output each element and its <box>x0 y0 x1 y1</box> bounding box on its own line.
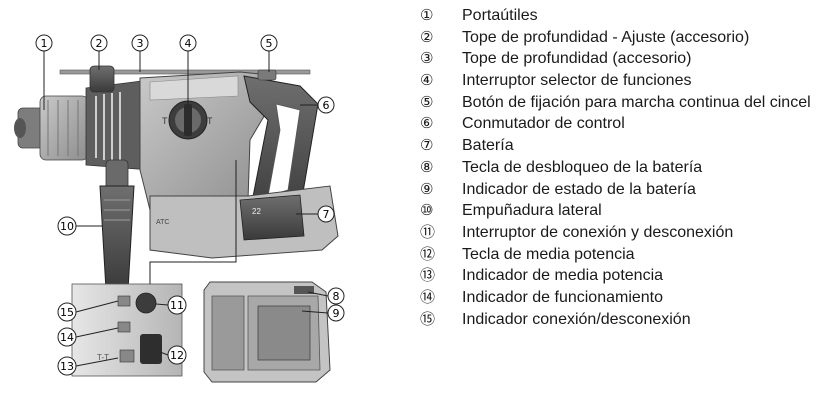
legend-text: Indicador de media potencia <box>462 267 664 285</box>
callout-8: 8 <box>327 287 345 305</box>
svg-text:13: 13 <box>60 360 74 373</box>
callout-13: 13 <box>57 356 77 376</box>
legend-number: ⑤ <box>420 92 434 111</box>
legend-number: ⑥ <box>420 114 434 133</box>
detail-leader <box>149 160 237 284</box>
motor-housing <box>85 79 151 171</box>
svg-text:15: 15 <box>60 306 74 319</box>
legend-number: ④ <box>420 71 434 90</box>
callout-3: 3 <box>131 34 149 52</box>
legend-item: ⑮ Indicador conexión/desconexión <box>420 310 835 330</box>
callout-12: 12 <box>167 345 187 365</box>
callout-6: 6 <box>317 96 335 114</box>
depth-stop-clamp <box>89 65 115 93</box>
legend-item: ⑥ Conmutador de control <box>420 114 835 134</box>
svg-text:7: 7 <box>323 208 330 221</box>
legend-text: Indicador de funcionamiento <box>462 288 664 306</box>
chisel-lock-button <box>257 69 277 81</box>
callout-4: 4 <box>179 34 197 52</box>
legend-item: ⑩ Empuñadura lateral <box>420 201 835 221</box>
legend-text: Tecla de media potencia <box>462 245 635 263</box>
svg-text:4: 4 <box>185 37 192 50</box>
svg-text:6: 6 <box>323 99 330 112</box>
legend-text: Batería <box>462 137 514 155</box>
legend-item: ⑦ Batería <box>420 136 835 156</box>
legend-item: ⑨ Indicador de estado de la batería <box>420 180 835 200</box>
svg-text:1: 1 <box>41 37 48 50</box>
legend-item: ⑤ Botón de fijación para marcha continua … <box>420 93 835 113</box>
legend-item: ② Tope de profundidad - Ajuste (accesorio… <box>420 28 835 48</box>
function-selector-knob: T T <box>162 100 213 140</box>
legend-text: Botón de fijación para marcha continua d… <box>462 93 811 111</box>
legend-item: ⑫ Tecla de media potencia <box>420 245 835 265</box>
svg-text:8: 8 <box>333 290 340 303</box>
legend-text: Tope de profundidad - Ajuste (accesorio) <box>462 28 750 46</box>
selector-mark-left: T <box>162 116 168 126</box>
svg-text:12: 12 <box>170 349 184 362</box>
callout-9: 9 <box>327 304 345 322</box>
legend-item: ③ Tope de profundidad (accesorio) <box>420 49 835 69</box>
svg-text:3: 3 <box>137 37 144 50</box>
svg-text:2: 2 <box>96 37 103 50</box>
tool-marking: ATC <box>156 219 169 226</box>
legend-text: Empuñadura lateral <box>462 202 602 220</box>
legend-item: ⑪ Interruptor de conexión y desconexión <box>420 223 835 243</box>
legend-number: ⑭ <box>420 287 436 306</box>
legend-number: ① <box>420 6 434 24</box>
legend-number: ⑮ <box>420 309 436 328</box>
svg-text:14: 14 <box>60 331 74 344</box>
svg-text:10: 10 <box>60 220 74 233</box>
legend-text: Interruptor selector de funciones <box>462 72 692 90</box>
legend-item: ⑭ Indicador de funcionamiento <box>420 288 835 308</box>
legend-text: Indicador conexión/desconexión <box>462 310 691 328</box>
side-handle <box>99 159 135 291</box>
legend-number: ⑬ <box>420 266 436 285</box>
legend-item: ① Portaútiles <box>420 6 835 26</box>
legend-number: ⑫ <box>420 244 436 263</box>
rear-handle <box>243 69 319 223</box>
legend-text: Interruptor de conexión y desconexión <box>462 223 734 241</box>
legend-text: Portaútiles <box>462 7 538 24</box>
legend-text: Tecla de desbloqueo de la batería <box>462 158 703 176</box>
callout-2: 2 <box>90 34 108 52</box>
legend-text: Tope de profundidad (accesorio) <box>462 50 692 68</box>
callout-10: 10 <box>57 216 77 236</box>
legend-number: ③ <box>420 49 434 68</box>
callout-14: 14 <box>57 327 77 347</box>
tool-holder <box>14 95 89 161</box>
control-panel-detail: T-T <box>71 283 183 377</box>
legend-number: ⑧ <box>420 157 434 176</box>
legend-item: ⑧ Tecla de desbloqueo de la batería <box>420 158 835 178</box>
svg-text:5: 5 <box>266 37 273 50</box>
depth-stop-rod <box>59 69 311 75</box>
callout-11: 11 <box>167 295 187 315</box>
legend-number: ⑩ <box>420 201 434 220</box>
selector-mark-right: T <box>207 116 213 126</box>
callout-5: 5 <box>260 34 278 52</box>
legend-number: ⑪ <box>420 222 436 241</box>
legend-number: ② <box>420 27 434 46</box>
svg-text:9: 9 <box>333 307 340 320</box>
half-power-marking: T-T <box>97 353 109 362</box>
legend-item: ⑬ Indicador de media potencia <box>420 266 835 286</box>
parts-legend: ① Portaútiles ② Tope de profundidad - Ajus… <box>420 6 835 331</box>
legend-number: ⑨ <box>420 179 434 198</box>
battery-marking: 22 <box>252 207 261 216</box>
battery-detail <box>203 281 331 383</box>
svg-text:11: 11 <box>170 299 184 312</box>
callout-15: 15 <box>57 302 77 322</box>
legend-text: Conmutador de control <box>462 115 625 133</box>
callout-7: 7 <box>317 205 335 223</box>
tool-illustration: T T 22 ATC T-T <box>14 34 345 383</box>
callout-1: 1 <box>35 34 53 52</box>
legend-item: ④ Interruptor selector de funciones <box>420 71 835 91</box>
battery-on-tool: 22 ATC <box>149 185 339 259</box>
legend-text: Indicador de estado de la batería <box>462 180 696 198</box>
legend-number: ⑦ <box>420 136 434 155</box>
